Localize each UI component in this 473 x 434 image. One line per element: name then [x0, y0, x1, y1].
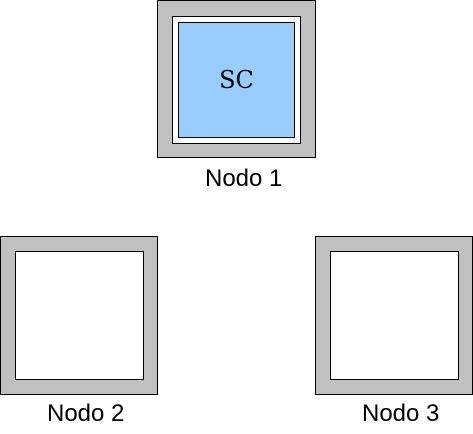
- node-2-inner: [15, 251, 144, 380]
- node-1-frame: SC: [157, 0, 316, 158]
- node-1-label: Nodo 1: [205, 165, 283, 192]
- sc-box: SC: [178, 22, 295, 138]
- node-2-frame: [0, 236, 158, 395]
- sc-container: SC: [172, 16, 301, 144]
- node-3-frame: [315, 236, 473, 395]
- node-3-label: Nodo 3: [362, 400, 440, 427]
- node-3-inner: [330, 251, 459, 380]
- node-2-label: Nodo 2: [47, 400, 125, 427]
